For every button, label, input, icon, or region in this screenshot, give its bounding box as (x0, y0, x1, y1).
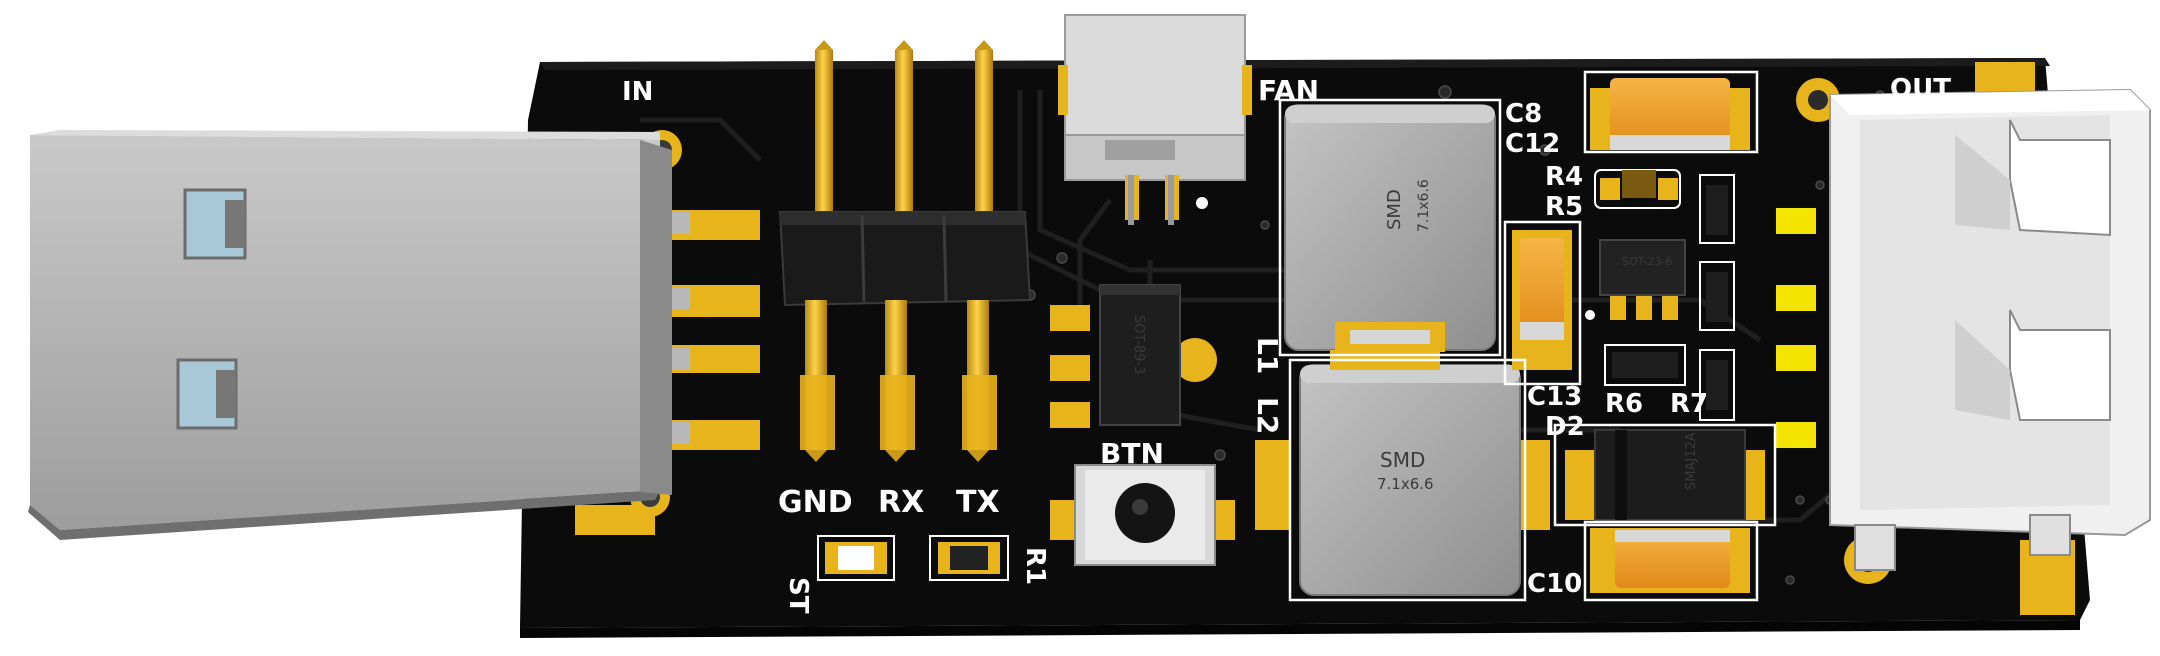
label-l1: L1 (1251, 337, 1284, 374)
regulator-sot89 (1050, 284, 1217, 428)
label-r5: R5 (1545, 192, 1583, 222)
status-led (817, 535, 895, 581)
label-c8: C8 (1505, 99, 1542, 129)
output-pads (1776, 208, 1816, 448)
label-tx: TX (956, 485, 1000, 520)
label-l2: L2 (1251, 397, 1284, 434)
usb-a-plug-in (28, 130, 760, 540)
ic-sot23-6 (1585, 239, 1686, 320)
label-c10: C10 (1527, 569, 1582, 599)
label-out: OUT (1890, 74, 1951, 104)
resistors-right-column (1604, 174, 1735, 421)
l2-marking-smd: SMD (1380, 448, 1425, 472)
label-r1: R1 (1020, 547, 1050, 585)
label-r4: R4 (1545, 162, 1583, 192)
silkscreen-labels: IN FAN OUT GND RX TX BTN ST R1 C8 C12 R4… (622, 74, 1951, 614)
diode-marking: SMAJ12A (1684, 432, 1699, 490)
inductor-l2 (1255, 350, 1550, 596)
diode-d2 (1565, 429, 1765, 521)
resistor-r1 (929, 535, 1009, 581)
label-btn: BTN (1100, 437, 1164, 470)
capacitor-c8 (1590, 78, 1750, 150)
label-d2: D2 (1545, 412, 1585, 442)
regulator-marking: SOT-89-3 (1131, 315, 1146, 374)
label-r6: R6 (1605, 389, 1643, 419)
capacitor-c13 (1512, 230, 1572, 370)
label-gnd: GND (778, 485, 853, 520)
capacitor-c10 (1590, 528, 1750, 593)
label-rx: RX (878, 485, 924, 520)
l1-marking-size: 7.1x6.6 (1416, 179, 1432, 232)
l2-marking-size: 7.1x6.6 (1377, 475, 1434, 493)
label-in: IN (622, 77, 653, 107)
usb-a-receptacle-out (1829, 88, 2151, 571)
pin-header (778, 40, 1032, 462)
label-c13: C13 (1527, 382, 1582, 412)
resistor-r4-r5 (1594, 169, 1681, 209)
silkscreen-outlines (1278, 70, 1777, 602)
l1-marking-smd: SMD (1384, 189, 1405, 230)
inductor-l1 (1284, 104, 1496, 352)
label-r7: R7 (1670, 389, 1708, 419)
label-c12: C12 (1505, 129, 1560, 159)
ic-marking: SOT-23-6 (1622, 255, 1672, 268)
component-markings: SMD 7.1x6.6 SMD 7.1x6.6 SOT-89-3 SOT-23-… (1131, 179, 1699, 493)
fan-connector (1058, 14, 1252, 225)
tactile-button (1050, 464, 1235, 566)
label-fan: FAN (1258, 74, 1319, 107)
label-st: ST (783, 577, 813, 614)
